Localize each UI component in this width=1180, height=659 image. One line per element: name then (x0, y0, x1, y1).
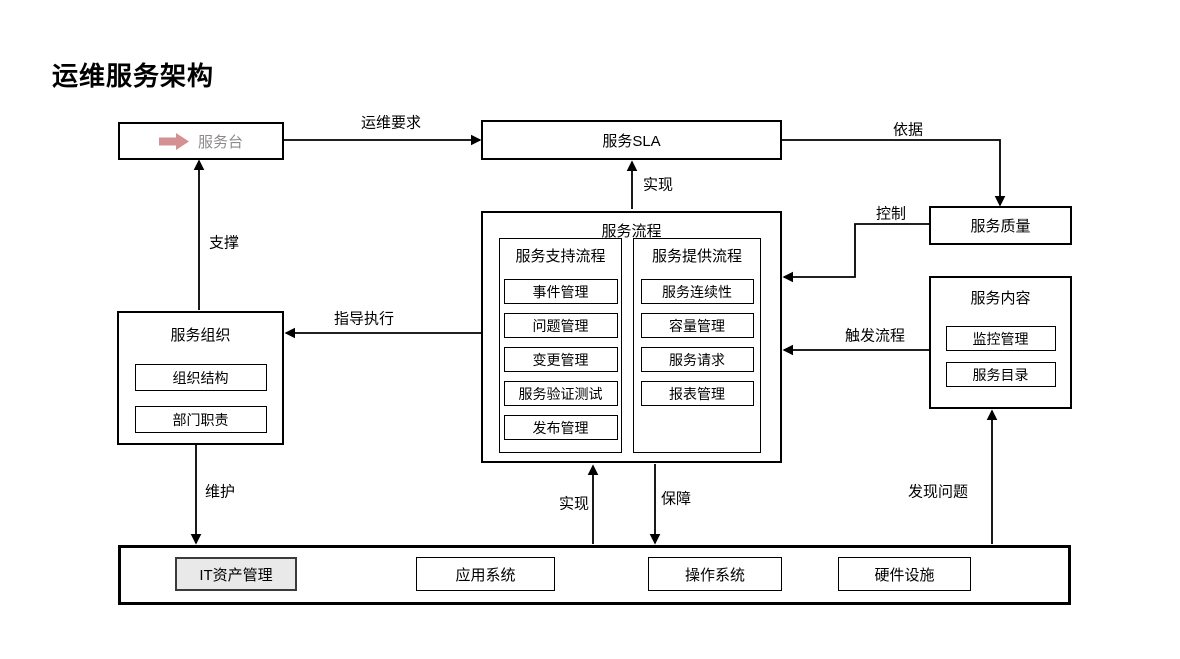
process-item-validation: 服务验证测试 (503, 381, 618, 406)
process-item-release: 发布管理 (503, 415, 618, 440)
org-item-duties: 部门职责 (134, 406, 267, 433)
process-item-capacity: 容量管理 (640, 313, 754, 338)
edge-label-realize-sla: 实现 (642, 176, 674, 194)
service-quality-box: 服务质量 (929, 206, 1072, 245)
service-org-box: 服务组织 组织结构 部门职责 (117, 311, 284, 445)
edge-label-guarantee: 保障 (660, 490, 692, 508)
arrow-control (782, 223, 929, 283)
service-sla-label: 服务SLA (602, 132, 661, 150)
process-item-change: 变更管理 (503, 347, 618, 372)
arrow-basis (781, 139, 1006, 207)
edge-label-basis: 依据 (892, 121, 924, 139)
provide-process-label: 服务提供流程 (651, 248, 742, 265)
service-process-label: 服务流程 (601, 223, 662, 240)
support-process-label: 服务支持流程 (515, 248, 606, 265)
edge-label-discover-problems: 发现问题 (907, 483, 969, 501)
edge-label-maintain: 维护 (204, 483, 236, 501)
edge-label-ops-requirement: 运维要求 (360, 114, 422, 132)
edge-label-trigger-process: 触发流程 (844, 327, 906, 345)
infra-item-applications: 应用系统 (416, 557, 555, 591)
infra-item-it-assets: IT资产管理 (175, 557, 297, 591)
service-org-label: 服务组织 (170, 327, 231, 344)
infra-item-os: 操作系统 (648, 557, 782, 591)
process-item-report: 报表管理 (640, 381, 754, 406)
service-quality-label: 服务质量 (970, 218, 1031, 235)
service-desk-box: 服务台 (118, 122, 284, 160)
edge-label-guide-execution: 指导执行 (333, 310, 395, 328)
org-item-structure: 组织结构 (134, 364, 267, 391)
service-sla-box: 服务SLA (481, 120, 782, 160)
support-process-box: 服务支持流程 事件管理 问题管理 变更管理 服务验证测试 发布管理 (499, 238, 622, 453)
edge-label-realize-infra: 实现 (558, 495, 590, 513)
service-content-label: 服务内容 (970, 290, 1031, 307)
provide-process-box: 服务提供流程 服务连续性 容量管理 服务请求 报表管理 (633, 238, 761, 453)
service-desk-label: 服务台 (197, 133, 243, 151)
edge-label-control: 控制 (875, 205, 907, 223)
edge-label-support: 支撑 (208, 234, 240, 252)
process-item-request: 服务请求 (640, 347, 754, 372)
arrow-right-icon (158, 132, 189, 150)
process-item-incident: 事件管理 (503, 279, 618, 304)
service-content-box: 服务内容 监控管理 服务目录 (929, 276, 1072, 409)
content-item-monitoring: 监控管理 (945, 326, 1056, 351)
content-item-catalog: 服务目录 (945, 362, 1056, 387)
page-title: 运维服务架构 (52, 61, 215, 91)
infra-item-hardware: 硬件设施 (838, 557, 971, 591)
process-item-continuity: 服务连续性 (640, 279, 754, 304)
process-item-problem: 问题管理 (503, 313, 618, 338)
